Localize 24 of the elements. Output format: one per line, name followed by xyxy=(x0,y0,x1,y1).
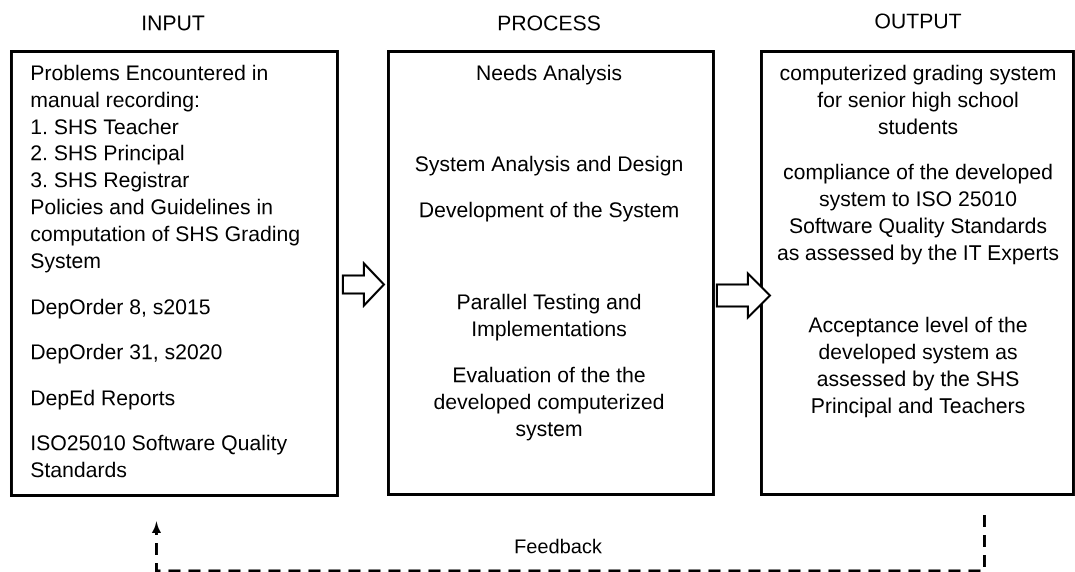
block-arrow xyxy=(715,270,772,321)
box-text: computerized grading system for senior high school students xyxy=(780,64,1055,135)
box-text: Needs Analysis xyxy=(477,64,622,85)
box-text: compliance of the developed system to ISO 25010 Software Quality Standards as assessed by the IT Experts xyxy=(777,163,1059,265)
box-text: 3. SHS Registrar xyxy=(31,171,189,192)
box-text: DepOrder 31, s2020 xyxy=(32,343,222,364)
box-text: Development of the System xyxy=(420,201,678,222)
column-heading: OUTPUT xyxy=(875,13,962,29)
box-text: Policies and Guidelines in computation of SHS Grading System xyxy=(31,198,299,273)
box-text: ISO25010 Software Quality Standards xyxy=(31,434,288,478)
box-text: 1. SHS Teacher xyxy=(31,118,179,135)
box-text: Problems Encountered in manual recording: xyxy=(31,64,267,112)
box-text: Evaluation of the the developed computerized system xyxy=(434,366,664,441)
box-text: Parallel Testing and Implementations xyxy=(458,293,641,341)
box-text: System Analysis and Design xyxy=(415,155,682,176)
column-heading: PROCESS xyxy=(498,15,600,31)
feedback-arrow xyxy=(152,514,986,572)
box-text: Acceptance level of the developed system as assessed by the SHS Principal and Teachers xyxy=(808,316,1027,418)
edge-label: Feedback xyxy=(515,538,602,554)
box-text: DepEd Reports xyxy=(32,389,175,410)
column-heading: INPUT xyxy=(143,15,205,31)
box-text: 2. SHS Principal xyxy=(31,144,184,165)
box-text: DepOrder 8, s2015 xyxy=(32,298,210,319)
block-arrow xyxy=(341,260,386,309)
